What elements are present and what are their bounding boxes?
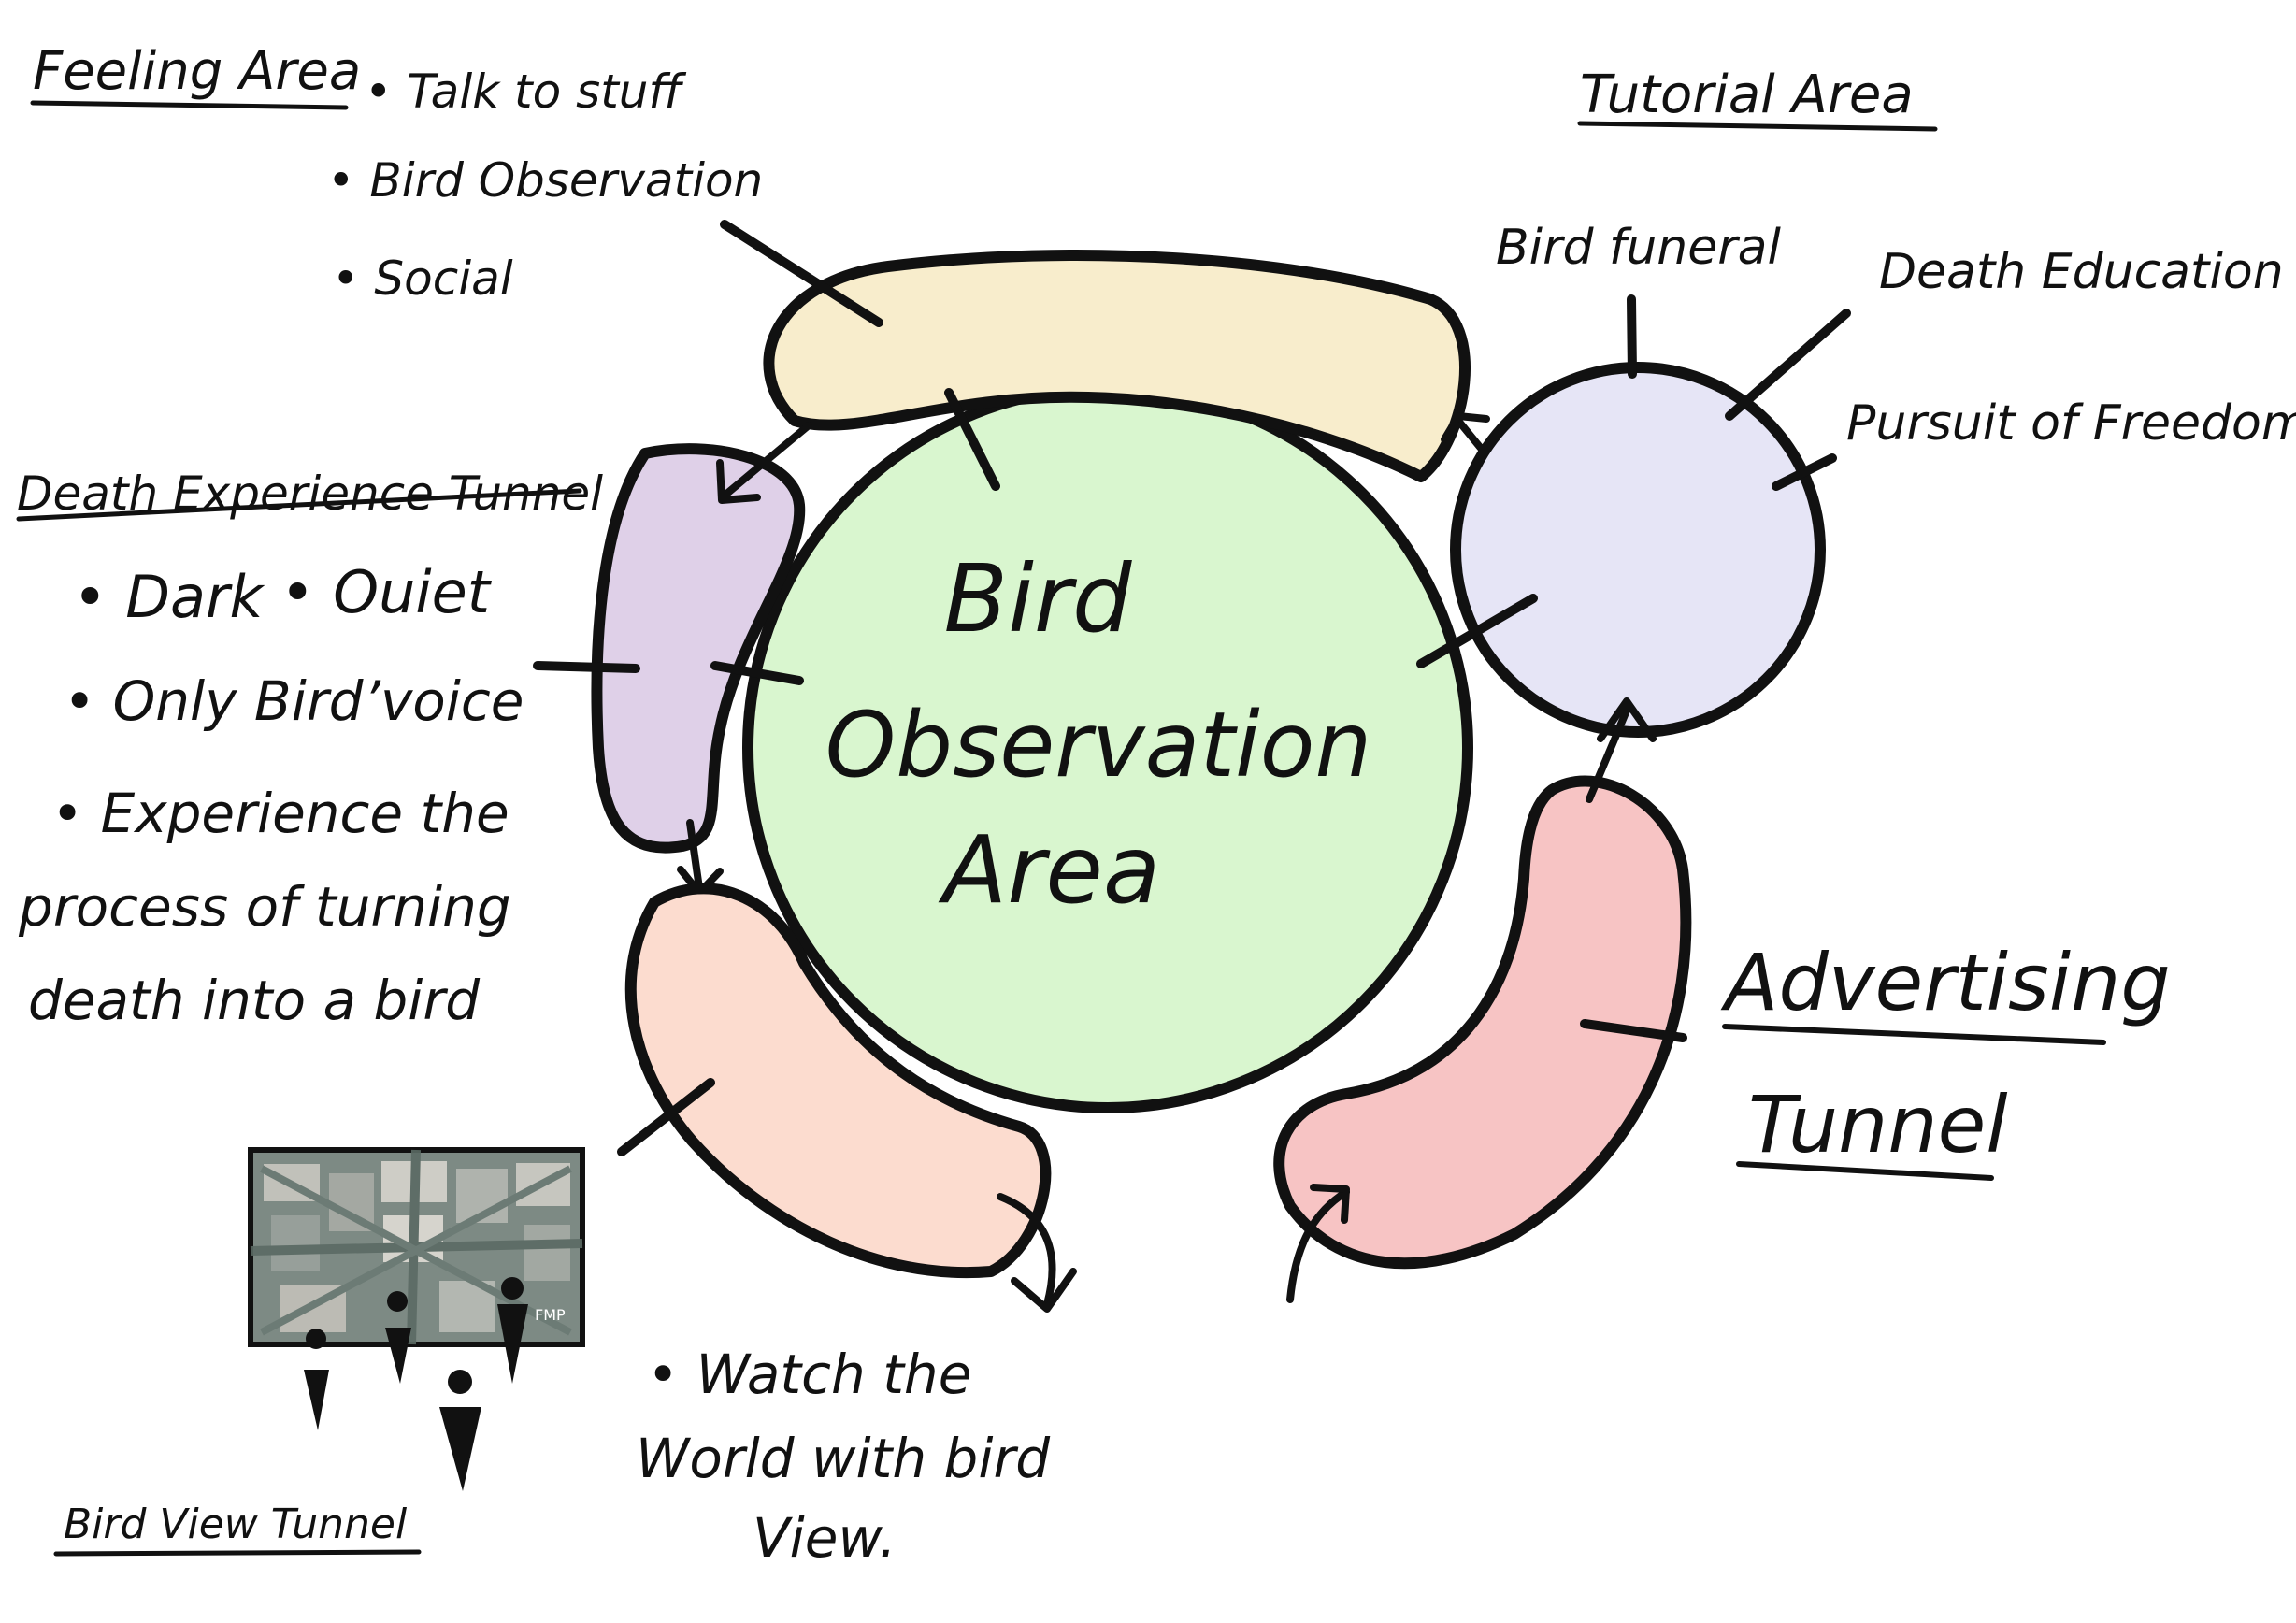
birdview-bullet-2: World with bird (636, 1427, 1051, 1490)
death-tunnel-shape (591, 443, 806, 854)
education-leader-line (1725, 309, 1851, 421)
advertising-to-tutorial-arrow (1586, 707, 1630, 803)
freedom-leader-line (1772, 453, 1837, 491)
title-underline (53, 1549, 422, 1557)
tutorial-area-notes: Tutorial Area Bird funeral Death Educati… (1496, 65, 2296, 452)
title-underline (1722, 1024, 2106, 1045)
birdview-bullet-3: View. (753, 1506, 897, 1570)
feeling-bullet-3: • Social (332, 251, 513, 306)
tutorial-center-link (1416, 594, 1538, 668)
death-leader-line (533, 661, 640, 673)
advertising-tunnel-region (1273, 697, 1692, 1303)
viewer-figures-icon (304, 1277, 528, 1491)
funeral-leader-line (1627, 294, 1637, 379)
bird-observation-area: Bird Observation Area (742, 382, 1473, 1113)
arrowhead-icon (1441, 412, 1490, 443)
birdview-bullet-1: • Watch the (647, 1343, 971, 1406)
death-bullet-process: process of turning (18, 875, 511, 939)
center-label-line2: Observation (825, 693, 1372, 797)
death-center-link (710, 661, 804, 685)
feeling-area-notes: Feeling Area • Talk to stuff • Bird Obse… (30, 41, 763, 306)
arrowhead-icon (716, 459, 761, 504)
death-bullet-quiet: • Ouiet (280, 558, 493, 626)
arrowhead-icon (1597, 697, 1657, 742)
title-underline (16, 488, 582, 522)
center-label-line3: Area (938, 815, 1160, 925)
center-label-line1: Bird (944, 544, 1133, 654)
death-bullet-voice: • Only Bird’voice (64, 669, 524, 733)
advertising-tunnel-shape (1273, 775, 1692, 1270)
feeling-to-death-arrow (721, 422, 812, 499)
advertising-tunnel-notes: Advertising Tunnel (1720, 937, 2171, 1181)
tutorial-area-title: Tutorial Area (1580, 65, 1914, 125)
feeling-leader-line (720, 220, 883, 327)
title-underline (30, 100, 349, 110)
death-tunnel-region (533, 422, 812, 897)
arrowhead-icon (1011, 1268, 1077, 1313)
tutorial-item-education: Death Education (1879, 244, 2284, 300)
tutorial-item-funeral: Bird funeral (1496, 220, 1781, 276)
death-bullet-experience: • Experience the (51, 782, 509, 845)
tutorial-area-shape (1450, 362, 1826, 738)
feeling-area-title: Feeling Area (33, 41, 361, 102)
bird-view-tunnel-title: Bird View Tunnel (64, 1501, 408, 1548)
bird-view-tunnel-region (617, 883, 1077, 1313)
feeling-area-shape (763, 249, 1471, 482)
birdview-leader-line (617, 1078, 715, 1156)
advertising-leader-line (1580, 1019, 1687, 1042)
title-underline (1577, 121, 1938, 132)
death-bullet-death: death into a bird (28, 969, 481, 1032)
advertising-title-line1: Advertising (1720, 937, 2171, 1028)
feeling-bullet-1: • Talk to stuff (365, 65, 686, 119)
advertising-entry-arrow (1286, 1188, 1350, 1303)
death-tunnel-notes: Death Experience Tunnel • Dark • Ouiet •… (16, 467, 603, 1032)
death-to-birdview-arrow (686, 819, 703, 892)
tutorial-item-freedom: Pursuit of Freedom (1846, 395, 2296, 452)
feeling-center-link (944, 388, 1000, 491)
arrowhead-icon (1310, 1184, 1350, 1224)
birdview-exit-arrow (997, 1193, 1056, 1308)
death-bullet-dark: • Dark (73, 563, 265, 631)
photo-badge: FMP (535, 1306, 566, 1324)
tutorial-area-region (1416, 294, 1851, 738)
feeling-bullet-2: • Bird Observation (327, 153, 763, 208)
city-aerial-texture (250, 1149, 583, 1345)
advertising-title-line2: Tunnel (1748, 1079, 2008, 1171)
title-underline (1736, 1161, 1994, 1181)
bird-view-sketch: FMP Bird View Tunnel • Watch the World w… (53, 1147, 1051, 1570)
feeling-area-region (720, 220, 1504, 491)
